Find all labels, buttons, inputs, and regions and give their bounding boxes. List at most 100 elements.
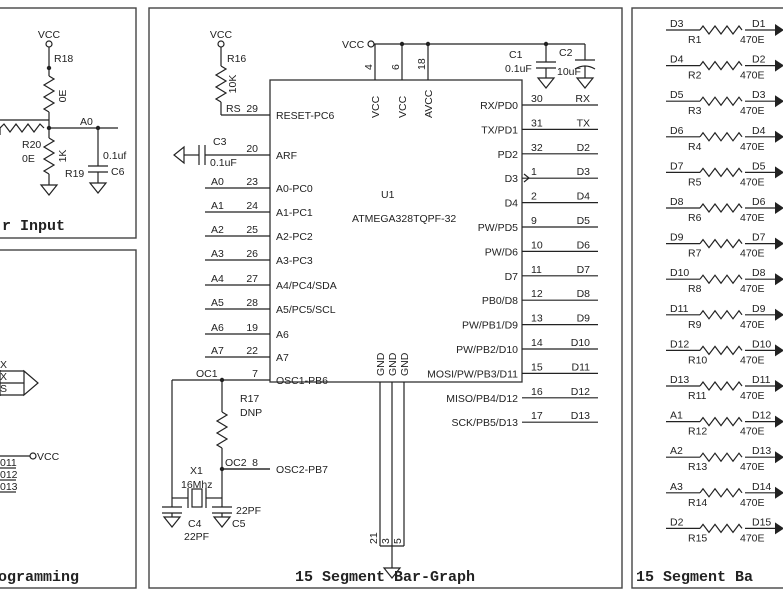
led-anode-arrow [775, 522, 783, 535]
right-pin-name: PD2 [498, 149, 519, 161]
led-anode-arrow [775, 166, 783, 179]
c5-ref: C5 [232, 518, 246, 530]
mcu-part: ATMEGA328TQPF-32 [352, 213, 456, 225]
resistor-net: D5 [670, 89, 684, 101]
resistor-ref: R12 [688, 426, 707, 438]
c1-ref: C1 [509, 49, 523, 61]
r16-value: 10K [227, 75, 239, 94]
resistor-output-net: D4 [752, 125, 766, 137]
top-pin-number: 6 [390, 64, 402, 70]
resistor-net: D2 [670, 516, 684, 528]
resistor-value: 470E [740, 212, 765, 224]
resistor-value: 470E [740, 70, 765, 82]
section-title-right: 15 Segment Ba [636, 569, 753, 586]
resistor-ref: R9 [688, 319, 702, 331]
resistor-ref: R4 [688, 141, 702, 153]
right-pin-number: 11 [531, 264, 542, 276]
resistor-zigzag [699, 131, 743, 142]
left-pin-net: A0 [211, 176, 224, 188]
resistor-value: 470E [740, 319, 765, 331]
section-title-left-bottom: ogramming [0, 569, 79, 586]
led-anode-arrow [775, 486, 783, 499]
left-pin-net: A2 [211, 224, 224, 236]
led-anode-arrow [775, 95, 783, 108]
resistor-output-net: D5 [752, 160, 766, 172]
resistor-r19 [42, 137, 56, 175]
right-pin-name: SCK/PB5/D13 [451, 417, 518, 429]
led-anode-arrow [775, 380, 783, 392]
left-pin-net: OC1 [196, 368, 218, 380]
resistor-zigzag [699, 96, 743, 107]
resistor-output-net: D15 [752, 516, 771, 528]
right-pin-net: D11 [572, 361, 591, 373]
prog-net-1: 012 [0, 469, 18, 481]
left-pin-number: 27 [246, 273, 258, 285]
gnd-pin-name: GND [399, 352, 411, 376]
ground-symbol-c6 [88, 182, 108, 194]
frame-left-top [0, 7, 137, 239]
c3-value: 0.1uF [210, 157, 237, 169]
right-pin-name: PW/D6 [485, 246, 518, 258]
right-pin-number: 2 [531, 191, 537, 203]
r19-ref: R19 [65, 168, 84, 180]
gnd-pin-name: GND [375, 352, 387, 376]
right-pin-name: MISO/PB4/D12 [446, 393, 518, 405]
vcc-symbol [45, 40, 53, 48]
section-title-left-top: r Input [2, 218, 65, 235]
left-pin-name: OSC2-PB7 [276, 464, 328, 476]
right-pin-number: 1 [531, 166, 537, 178]
resistor-ref: R7 [688, 248, 702, 260]
right-pin-net: RX [575, 93, 590, 105]
led-anode-arrow [775, 130, 783, 143]
right-pin-name: TX/PD1 [481, 124, 518, 136]
gnd-pin-number: 5 [392, 538, 404, 544]
resistor-output-net: D14 [752, 481, 771, 493]
resistor-output-net: D13 [752, 445, 771, 457]
resistor-zigzag [699, 381, 743, 391]
frame-left-bottom [0, 249, 137, 589]
resistor-output-net: D3 [752, 89, 766, 101]
resistor-net: D10 [670, 267, 689, 279]
resistor-value: 470E [740, 390, 765, 402]
resistor-net: D3 [670, 18, 684, 30]
connector-arrow [23, 369, 39, 397]
resistor-value: 470E [740, 497, 765, 509]
arf-cap-circuit: C3 0.1uF [173, 136, 270, 169]
frame-center [148, 7, 623, 589]
right-pin-net: D2 [577, 142, 591, 154]
right-pin-net: D10 [571, 337, 590, 349]
resistor-value: 470E [740, 354, 765, 366]
x1-value: 16Mhz [181, 479, 213, 491]
r17-value: DNP [240, 407, 262, 419]
reset-circuit: VCC R16 10K [210, 29, 246, 115]
left-pin-name: A2-PC2 [276, 231, 313, 243]
right-pin-net: D12 [571, 386, 590, 398]
c4-ref: C4 [188, 518, 202, 530]
led-anode-arrow [775, 273, 783, 286]
resistor-net: D11 [670, 303, 689, 315]
gnd-pin-name: GND [387, 352, 399, 376]
right-pin-name: D4 [505, 198, 519, 210]
right-pin-name: D3 [505, 173, 519, 185]
right-pin-number: 16 [531, 386, 543, 398]
resistor-ref: R14 [688, 497, 707, 509]
resistor-output-net: D7 [752, 232, 766, 244]
left-pin-net: A7 [211, 345, 224, 357]
resistor-value: 470E [740, 34, 765, 46]
left-pin-net: RS [226, 103, 241, 115]
top-pin-number: 18 [416, 58, 428, 70]
r17-ref: R17 [240, 393, 259, 405]
a0-net-label: A0 [80, 116, 93, 128]
left-pin-name: A5/PC5/SCL [276, 304, 336, 316]
right-pin-number: 15 [531, 361, 543, 373]
left-pin-name: A6 [276, 329, 289, 341]
